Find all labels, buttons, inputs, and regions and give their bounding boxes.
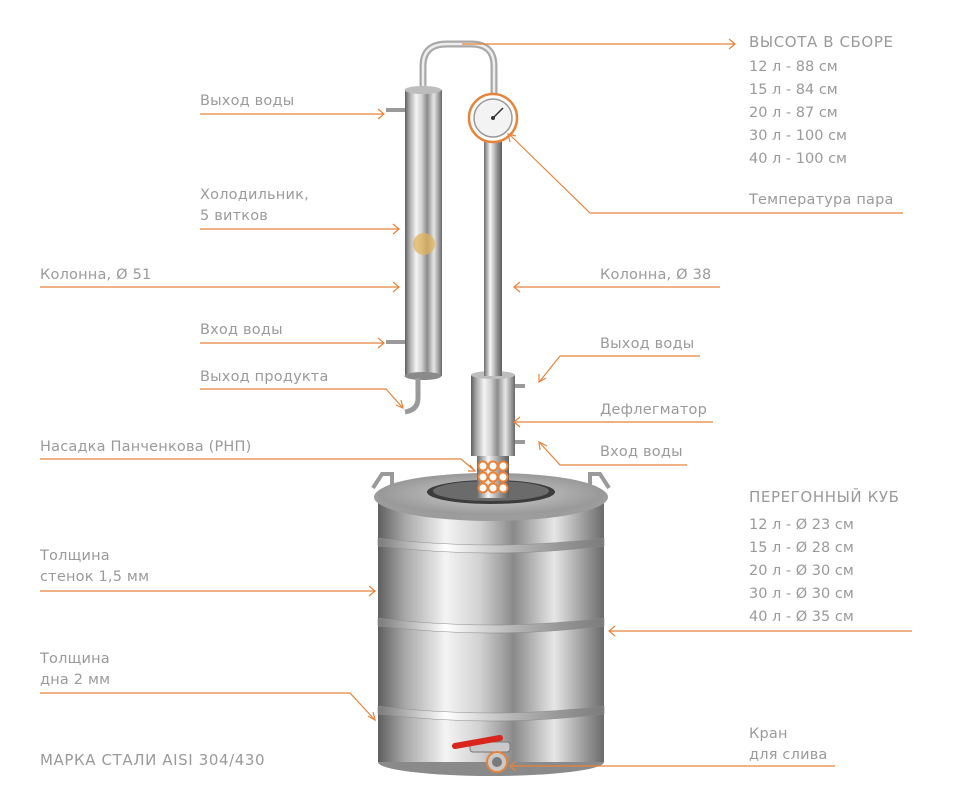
deflegmator [471,371,525,456]
height-item: 12 л - 88 см [749,59,838,75]
label-column-51: Колонна, Ø 51 [40,267,152,283]
cube-size-item: 15 л - Ø 28 см [749,540,854,556]
logo-emblem [413,233,435,255]
distillation-cube [371,472,611,776]
cube-size-item: 12 л - Ø 23 см [749,517,854,533]
height-item: 20 л - 87 см [749,105,838,121]
label-cooler: Холодильник, 5 витков [200,187,309,224]
height-item: 40 л - 100 см [749,151,847,167]
label-height-title: ВЫСОТА В СБОРЕ [749,33,894,51]
cube-size-list: 12 л - Ø 23 см 15 л - Ø 28 см 20 л - Ø 3… [749,514,854,629]
cube-size-item: 20 л - Ø 30 см [749,563,854,579]
thermometer-icon [467,92,519,144]
label-water-in-cooler: Вход воды [200,322,283,338]
height-item: 30 л - 100 см [749,128,847,144]
cooler-column-51 [386,86,442,415]
label-product-out: Выход продукта [200,369,329,385]
label-steam-temperature: Температура пара [749,192,894,208]
label-bottom-thickness: Толщина дна 2 мм [40,651,111,688]
label-water-out-deflegmator: Выход воды [600,336,695,352]
label-wall-thickness: Толщина стенок 1,5 мм [40,548,150,585]
column-38 [484,122,502,376]
label-deflegmator: Дефлегматор [600,402,707,418]
height-item: 15 л - 84 см [749,82,838,98]
label-panchenkov-nozzle: Насадка Панченкова (РНП) [40,439,252,455]
label-steel-grade: МАРКА СТАЛИ AISI 304/430 [40,751,266,769]
cube-size-item: 40 л - Ø 35 см [749,609,854,625]
height-list: 12 л - 88 см 15 л - 84 см 20 л - 87 см 3… [749,56,847,171]
label-water-in-deflegmator: Вход воды [600,444,683,460]
label-water-out-cooler: Выход воды [200,93,295,109]
leader-lines [40,38,912,772]
label-column-38: Колонна, Ø 38 [600,267,712,283]
label-cube-title: ПЕРЕГОННЫЙ КУБ [749,488,900,506]
label-drain-tap: Кран для слива [749,726,828,763]
panchenkov-nozzle [477,456,509,498]
cube-size-item: 30 л - Ø 30 см [749,586,854,602]
